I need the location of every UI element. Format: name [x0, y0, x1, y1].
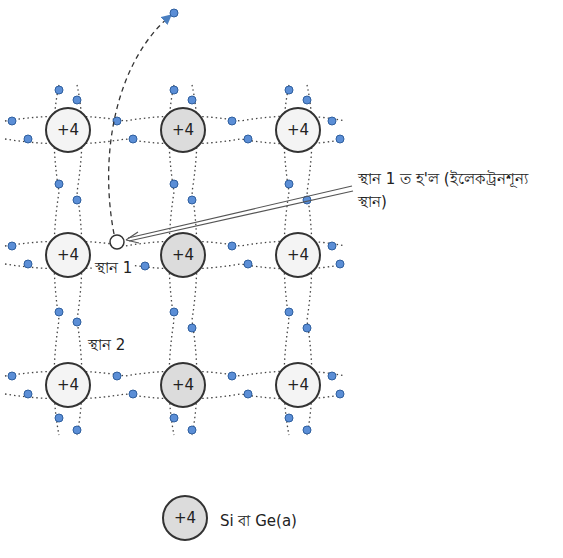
atom-core: +4 [45, 107, 91, 153]
atom-charge: +4 [287, 246, 309, 264]
atom-core: +4 [160, 107, 206, 153]
atom-core: +4Si বা Ge(a) [162, 495, 208, 541]
site-label: স্থান 2 [86, 333, 127, 358]
atom-charge: +4 [172, 246, 194, 264]
free-electron [170, 9, 178, 17]
atom-charge: +4 [287, 121, 309, 139]
atom-core: +4 [45, 362, 91, 408]
atom-core: +4 [160, 232, 206, 278]
atom-core: +4 [275, 362, 321, 408]
callout-text: স্থান 1 ত হ'ল (ইলেকট্রনশূন্য স্থান) [358, 168, 538, 213]
atom-charge: +4 [57, 246, 79, 264]
hole [110, 235, 124, 249]
atom-charge: +4 [57, 376, 79, 394]
atom-charge: +4 [172, 376, 194, 394]
site-label: স্থান 1 [93, 256, 134, 281]
atom-core: +4 [160, 362, 206, 408]
atom-core: +4 [275, 232, 321, 278]
valence-electrons [8, 86, 344, 434]
atom-charge: +4 [174, 509, 196, 527]
callout-arrow [126, 186, 353, 243]
bond-lines [5, 85, 345, 435]
atom-core: +4 [275, 107, 321, 153]
atom-core: +4 [45, 232, 91, 278]
atom-charge: +4 [287, 376, 309, 394]
atom-charge: +4 [57, 121, 79, 139]
legend-label: Si বা Ge(a) [220, 509, 297, 534]
atom-charge: +4 [172, 121, 194, 139]
